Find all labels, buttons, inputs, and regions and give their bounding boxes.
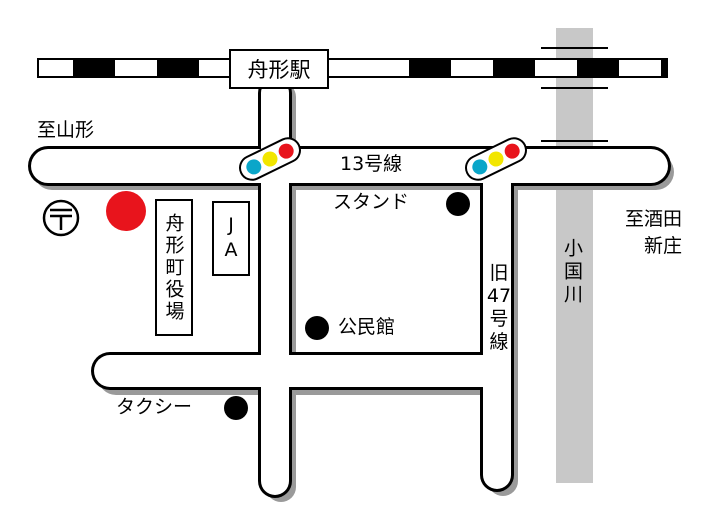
traffic-light-right	[465, 137, 527, 181]
old47-line4: 線	[489, 331, 509, 353]
old47-line3: 号	[489, 308, 509, 330]
station-label: 舟形駅	[229, 49, 329, 89]
old47-line2: 47	[486, 285, 512, 307]
rail-dash	[577, 60, 619, 76]
ja-label: JA	[220, 213, 242, 264]
stand-label: スタンド	[333, 191, 410, 213]
route13-label: 13号線	[340, 153, 403, 175]
stand-marker	[446, 192, 470, 216]
taxi-label: タクシー	[116, 396, 193, 418]
post-office-icon	[42, 199, 80, 237]
rail-dash	[73, 60, 115, 76]
signal-blue	[246, 159, 262, 175]
direction-sakata-shinjo: 至酒田 新庄	[624, 208, 682, 257]
rail-dash	[409, 60, 451, 76]
old47-label: 旧 47 号 線	[484, 262, 514, 354]
ja-building: JA	[212, 201, 250, 276]
rail-dash	[157, 60, 199, 76]
bridge-railway	[541, 47, 608, 89]
railway	[37, 58, 668, 78]
destination-marker	[106, 191, 146, 231]
taxi-marker	[224, 396, 248, 420]
community-hall-label: 公民館	[338, 316, 396, 338]
rail-dash	[493, 60, 535, 76]
river-label: 小国川	[561, 238, 583, 307]
rail-dash	[661, 60, 666, 76]
old47-line1: 旧	[489, 262, 509, 284]
signal-blue	[472, 159, 488, 175]
traffic-light-left	[239, 137, 301, 181]
town-office: 舟形町役場	[155, 199, 193, 336]
river	[556, 28, 593, 483]
direction-yamagata: 至山形	[37, 119, 95, 141]
signal-yellow	[262, 151, 278, 167]
signal-yellow	[488, 151, 504, 167]
signal-red	[504, 143, 520, 159]
community-hall-marker	[305, 316, 329, 340]
signal-red	[278, 143, 294, 159]
